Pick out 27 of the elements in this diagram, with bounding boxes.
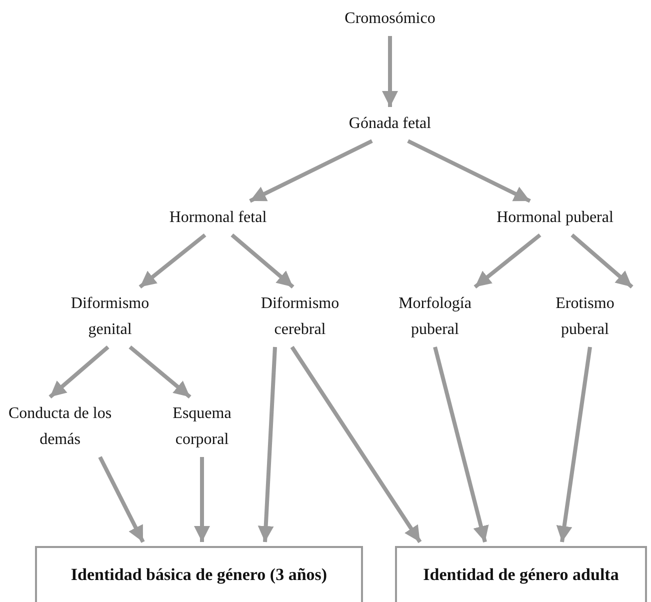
node-label: Gónada fetal xyxy=(325,111,455,137)
arrow xyxy=(48,345,110,399)
arrow xyxy=(128,345,192,399)
arrow xyxy=(230,233,294,289)
arrow xyxy=(382,36,398,107)
arrow xyxy=(249,139,373,203)
arrow xyxy=(258,346,277,542)
arrow xyxy=(474,233,542,289)
node-label: Erotismo puberal xyxy=(540,291,630,343)
outcome-box: Identidad básica de género (3 años) xyxy=(35,546,363,602)
arrow xyxy=(98,456,145,543)
outcome-box: Identidad de género adulta xyxy=(395,546,647,602)
arrow xyxy=(556,346,592,542)
arrow xyxy=(433,346,489,542)
node-label: Conducta de los demás xyxy=(8,401,112,453)
arrow xyxy=(138,233,206,289)
arrow xyxy=(570,233,634,289)
arrow xyxy=(194,457,210,542)
node-label: Hormonal fetal xyxy=(148,205,288,231)
node-label: Diformismo cerebral xyxy=(250,291,350,343)
node-label: Morfología puberal xyxy=(385,291,485,343)
arrow xyxy=(290,346,422,544)
node-label: Cromosómico xyxy=(325,6,455,32)
node-label: Diformismo genital xyxy=(60,291,160,343)
node-label: Hormonal puberal xyxy=(480,205,630,231)
node-label: Esquema corporal xyxy=(157,401,247,453)
arrow xyxy=(407,139,531,203)
